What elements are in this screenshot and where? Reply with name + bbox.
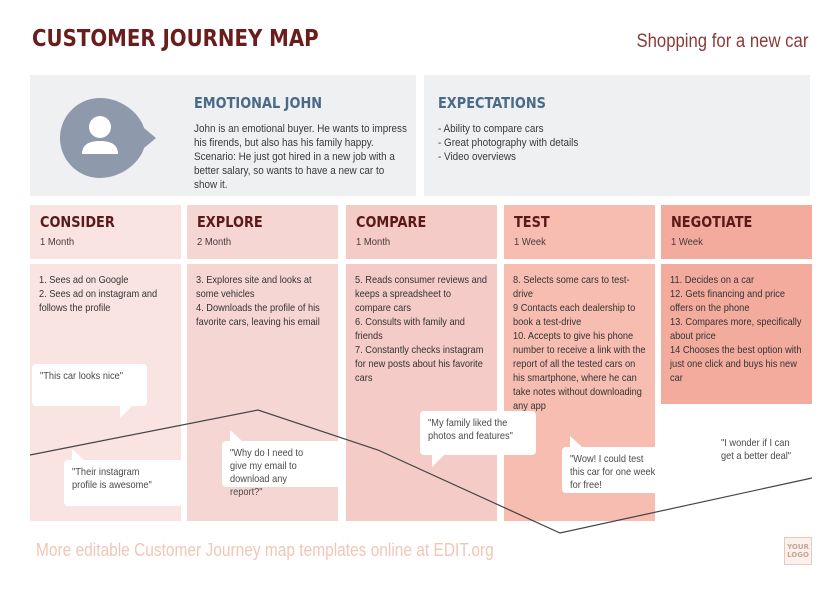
quote-bubble: "Why do I need to give my email to downl… [222, 430, 340, 498]
quote-text: "This car looks nice" [40, 370, 124, 382]
quote-bubble: "My family liked the photos and features… [420, 411, 536, 467]
stage-header-explore: EXPLORE 2 Month [187, 205, 338, 259]
quote-text: "My family liked the photos and features… [428, 417, 513, 442]
quote-bubble: "Wow! I could test this car for one week… [562, 436, 678, 493]
bubble-tail [120, 406, 132, 418]
quote-bubble: "I wonder if I can get a better deal" [713, 431, 811, 489]
stage-step: 14 Chooses the best option with just one… [670, 344, 802, 384]
stage-header-negotiate: NEGOTIATE 1 Week [661, 205, 812, 259]
stage-duration: 1 Week [671, 236, 703, 248]
user-avatar-icon [60, 98, 156, 178]
stage-title: TEST [514, 213, 550, 231]
bubble-tail [230, 430, 242, 441]
stage-step: 10. Accepts to give his phone number to … [513, 330, 646, 412]
persona-name: EMOTIONAL JOHN [194, 94, 323, 112]
persona-description: John is an emotional buyer. He wants to … [194, 123, 407, 191]
stage-duration: 1 Week [514, 236, 546, 248]
quote-bubble: "This car looks nice" [32, 364, 147, 418]
stage-duration: 2 Month [197, 236, 232, 248]
stage-step: 7. Constantly checks instagram for new p… [355, 344, 484, 384]
quote-text: "Why do I need to give my email to downl… [230, 447, 304, 498]
stage-step: 3. Explores site and looks at some vehic… [196, 274, 312, 300]
footer-link-text[interactable]: More editable Customer Journey map templ… [36, 540, 494, 560]
stage-duration: 1 Month [356, 236, 391, 248]
bubble-tail [570, 436, 582, 447]
stage-step: 6. Consults with family and friends [355, 316, 465, 342]
page-subtitle: Shopping for a new car [636, 31, 808, 52]
page-title: CUSTOMER JOURNEY MAP [32, 26, 319, 52]
stage-title: EXPLORE [197, 213, 263, 231]
stage-title: CONSIDER [40, 213, 115, 231]
stage-body-negotiate: 11. Decides on a car 12. Gets financing … [661, 264, 812, 404]
stage-title: COMPARE [356, 213, 427, 231]
quote-text: "I wonder if I can get a better deal" [721, 437, 792, 462]
bubble-tail [72, 449, 84, 460]
expectations-list: - Ability to compare cars - Great photog… [438, 122, 708, 164]
stage-step: 9 Contacts each dealership to book a tes… [513, 302, 636, 328]
quote-bubble: "Their instagram profile is awesome" [64, 449, 182, 506]
expectations-heading: EXPECTATIONS [438, 94, 546, 112]
bubble-tail [727, 477, 739, 489]
stage-step: 5. Reads consumer reviews and keeps a sp… [355, 274, 487, 314]
stage-step: 1. Sees ad on Google [39, 274, 129, 286]
stage-step: 13. Compares more, specifically about pr… [670, 316, 802, 342]
quote-text: "Their instagram profile is awesome" [72, 466, 152, 491]
expectation-item: - Video overviews [438, 151, 516, 163]
stage-header-test: TEST 1 Week [504, 205, 655, 259]
expectation-item: - Great photography with details [438, 137, 579, 149]
expectations-panel [424, 75, 810, 196]
stage-body-compare: 5. Reads consumer reviews and keeps a sp… [346, 264, 497, 521]
stage-step: 8. Selects some cars to test-drive [513, 274, 630, 300]
stage-step: 4. Downloads the profile of his favorite… [196, 302, 320, 328]
expectation-item: - Ability to compare cars [438, 123, 544, 135]
stage-header-consider: CONSIDER 1 Month [30, 205, 181, 259]
bubble-tail [432, 455, 444, 467]
stage-step: 12. Gets financing and price offers on t… [670, 288, 786, 314]
stage-header-compare: COMPARE 1 Month [346, 205, 497, 259]
stage-duration: 1 Month [40, 236, 75, 248]
stage-step: 11. Decides on a car [670, 274, 755, 286]
quote-text: "Wow! I could test this car for one week… [570, 453, 656, 491]
stage-step: 2. Sees ad on instagram and follows the … [39, 288, 158, 314]
logo-placeholder: YOUR LOGO [784, 537, 812, 565]
stage-title: NEGOTIATE [671, 213, 753, 231]
